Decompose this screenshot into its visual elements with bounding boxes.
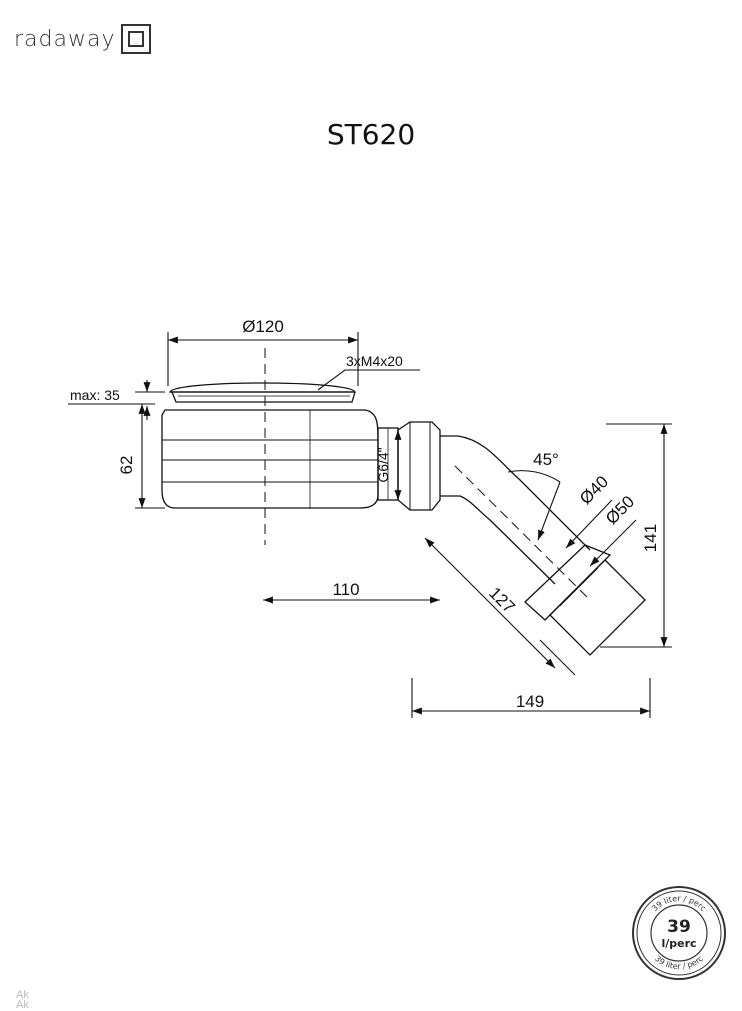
dim-center-offset: 110 xyxy=(332,580,359,599)
dim-body-height: 62 xyxy=(117,456,136,475)
dim-diagonal-length: 127 xyxy=(485,583,518,616)
square-frame-icon xyxy=(121,24,152,54)
flow-rate-badge: 39 liter / perc 39 liter / perc 39 l/per… xyxy=(632,886,726,980)
footer-line-1: Ak xyxy=(16,989,29,1001)
outlet-collar xyxy=(524,544,612,621)
badge-value: 39 xyxy=(667,917,691,937)
union-nut xyxy=(397,421,441,511)
dim-max-height: max: 35 xyxy=(70,387,120,403)
footer-note: Ak Ak xyxy=(16,989,29,1011)
dim-top-diameter: Ø120 xyxy=(242,317,284,336)
brand-name: radaway xyxy=(14,26,116,52)
footer-line-2: Ak xyxy=(16,999,29,1011)
badge-ring-top: 39 liter / perc xyxy=(650,894,708,913)
product-title: ST620 xyxy=(326,118,416,151)
dim-angle: 45° xyxy=(533,450,559,469)
badge-ring-bottom: 39 liter / perc xyxy=(653,954,705,971)
badge-unit: l/perc xyxy=(661,937,696,950)
dim-outlet-height: 141 xyxy=(641,524,660,552)
dim-thread: G6/4" xyxy=(375,447,391,482)
outlet-pipe xyxy=(440,435,591,551)
svg-text:39 liter / perc: 39 liter / perc xyxy=(653,954,705,971)
dim-outlet-inner: Ø40 xyxy=(576,472,612,508)
dim-screws: 3xM4x20 xyxy=(346,353,403,369)
svg-text:39 liter / perc: 39 liter / perc xyxy=(650,894,708,913)
brand-logo: radaway xyxy=(14,24,152,54)
outlet-adapter xyxy=(549,559,646,656)
dim-total-width: 149 xyxy=(516,692,544,711)
drain-cover xyxy=(169,382,356,393)
trap-body xyxy=(161,409,379,509)
